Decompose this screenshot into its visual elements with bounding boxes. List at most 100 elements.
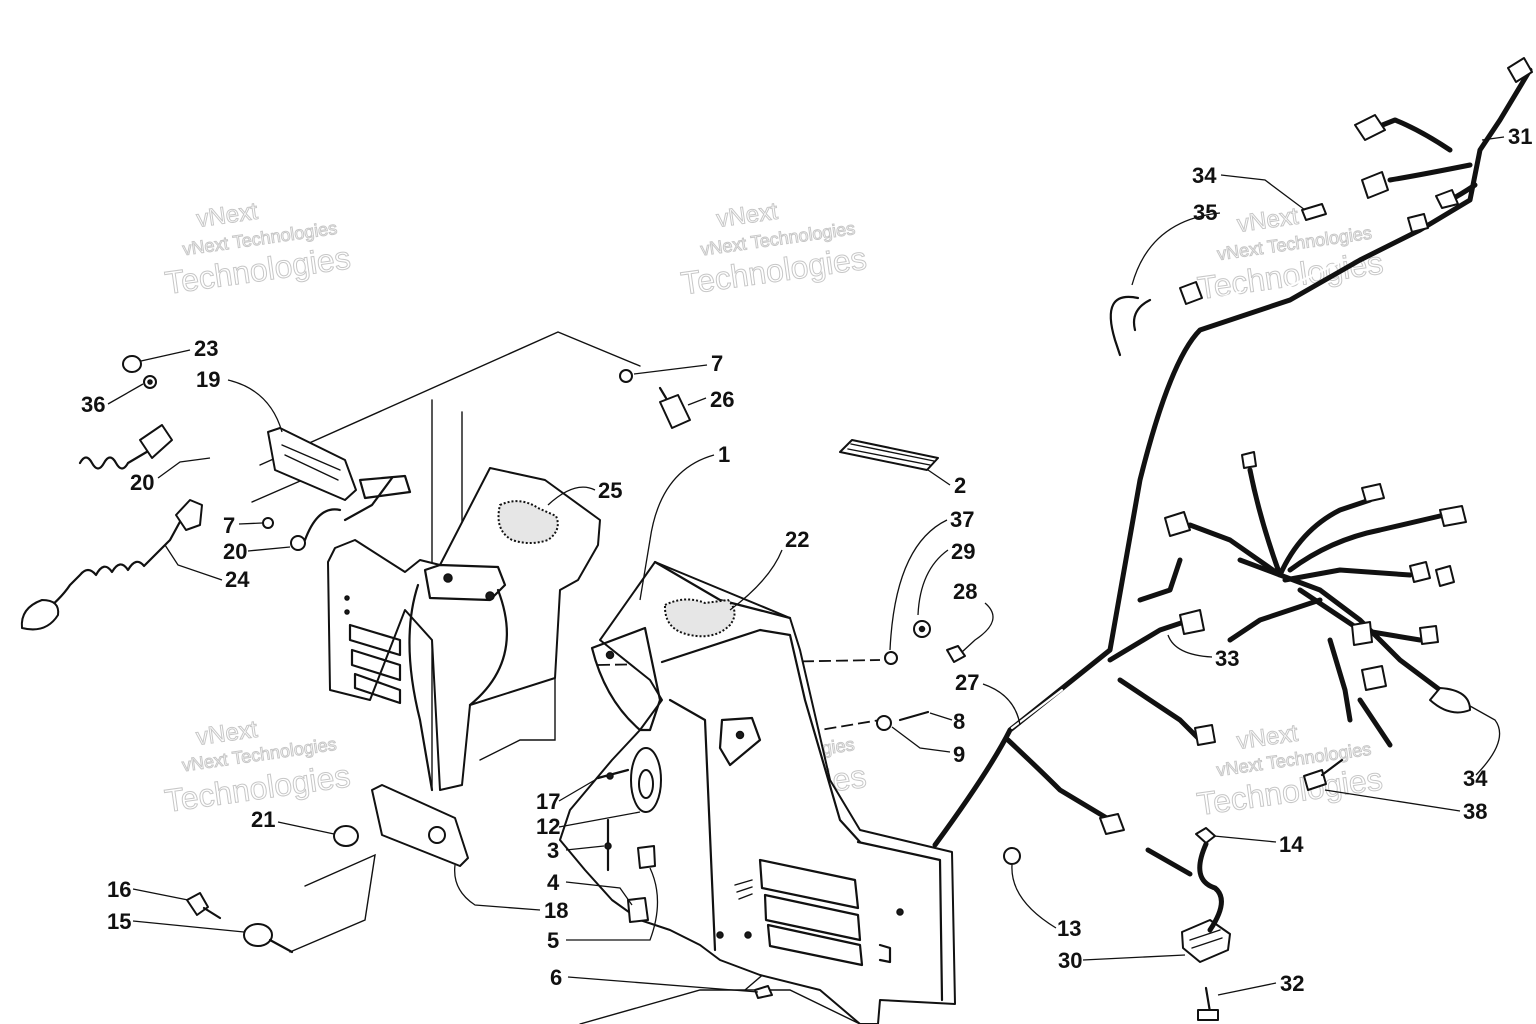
- callout-label: 30: [1058, 948, 1082, 973]
- tether-cord-part: [38, 516, 184, 617]
- bulb-tip: [606, 772, 614, 780]
- console-main-rivet: [605, 650, 615, 660]
- callout-label: 6: [550, 965, 562, 990]
- sub-harness-connector: [1439, 505, 1467, 527]
- sub-harness-branch: [1287, 513, 1443, 573]
- harness-connector: [1435, 189, 1459, 209]
- console-left-curve: [408, 583, 434, 792]
- screw-part: [754, 985, 773, 999]
- callout-label: 14: [1279, 832, 1304, 857]
- harness-connector: [1194, 724, 1216, 746]
- callout-label: 25: [598, 478, 622, 503]
- callout-label: 8: [953, 709, 965, 734]
- sub-harness-connector: [1361, 483, 1385, 503]
- callout-label: 27: [955, 670, 979, 695]
- callout-label: 38: [1463, 799, 1487, 824]
- callout-label: 7: [223, 513, 235, 538]
- key-part: [186, 892, 209, 916]
- sub-harness-connector: [1241, 451, 1257, 469]
- console-main-ridge: [660, 628, 862, 844]
- watermark-bottom-right: vNext vNext Technologies Technologies: [1194, 719, 1385, 822]
- leader-line-18: [454, 864, 541, 911]
- sub-harness-connector: [1164, 511, 1191, 537]
- harness-branch: [1367, 117, 1453, 153]
- leader-line-27: [982, 683, 1021, 726]
- harness-connector: [1407, 213, 1429, 233]
- console-main-rivet: [735, 730, 745, 740]
- leader-line-1: [639, 454, 715, 601]
- harness-branch: [1117, 677, 1203, 743]
- console-left-vent-3: [353, 672, 402, 705]
- leader-line-38: [1324, 789, 1461, 812]
- tether-plug-part: [175, 499, 203, 531]
- console-main-rim: [590, 626, 662, 732]
- switch-wire: [303, 508, 342, 542]
- harness-sleeve: [1280, 260, 1342, 292]
- regulator-part: [1181, 919, 1231, 963]
- assembly-line-bottom: [579, 989, 861, 1024]
- callout-label: 36: [81, 392, 105, 417]
- console-left-body: [327, 467, 601, 791]
- harness-connector: [1099, 813, 1125, 835]
- leader-line-17: [558, 776, 601, 802]
- harness-branch: [1137, 557, 1183, 603]
- harness-connector: [1507, 57, 1533, 83]
- callout-label: 1: [718, 442, 730, 467]
- callout-label: 32: [1280, 971, 1304, 996]
- callout-label: 35: [1193, 200, 1217, 225]
- lens-bezel-part: [371, 784, 469, 867]
- leader-line-32: [1217, 982, 1277, 996]
- sub-harness-connector: [1419, 625, 1439, 645]
- sub-harness-terminal-34: [1429, 687, 1471, 714]
- callout-label: 5: [547, 928, 559, 953]
- callout-label: 37: [950, 507, 974, 532]
- leader-line-26: [687, 397, 707, 406]
- callout-label: 20: [130, 470, 154, 495]
- washer-part-13: [1003, 847, 1021, 865]
- bracket-clip-part: [637, 845, 656, 869]
- leader-line-25: [547, 486, 596, 506]
- leader-line-5: [566, 867, 659, 941]
- leader-line-15: [132, 920, 245, 933]
- leader-line-36: [107, 383, 144, 405]
- console-main-bracket: [718, 716, 762, 767]
- harness-connector: [1361, 171, 1389, 199]
- callout-label: 34: [1463, 766, 1488, 791]
- console-left-hole: [344, 595, 350, 601]
- leader-line-21: [277, 821, 335, 835]
- small-parts: [20, 355, 1231, 1021]
- key-blade: [202, 906, 222, 920]
- bolt-part: [1204, 986, 1212, 1014]
- leader-line-22: [729, 549, 783, 611]
- harness-sleeve: [1010, 688, 1064, 730]
- sub-harness-branch: [1277, 497, 1373, 578]
- callout-label: 34: [1192, 163, 1217, 188]
- console-left-curve-2: [468, 588, 508, 707]
- console-left-rivet: [485, 591, 495, 601]
- sub-harness-terminal-38: [1303, 769, 1327, 791]
- console-left-hole: [344, 609, 350, 615]
- bracket-part: [627, 897, 649, 923]
- leader-line-33: [1167, 634, 1213, 658]
- console-main-section: [559, 560, 956, 1024]
- console-main-side-edge: [856, 840, 944, 1002]
- leader-line-7-left: [238, 522, 263, 525]
- leader-line-13: [1011, 864, 1057, 929]
- leader-line-20-bottom: [247, 546, 291, 552]
- watermark-top-right: vNext vNext Technologies Technologies: [1195, 202, 1386, 306]
- sub-harness-connector: [1435, 565, 1455, 587]
- reflector-part: [839, 439, 939, 471]
- console-left-vent-2: [350, 648, 402, 682]
- callout-label: 13: [1057, 916, 1081, 941]
- leader-line-6: [567, 976, 759, 993]
- console-main-vent-3: [766, 923, 864, 967]
- watermark-text: vNext: [715, 198, 780, 233]
- callout-label: 7: [711, 351, 723, 376]
- console-main-inner-ridge: [668, 698, 717, 952]
- tether-clip-part: [20, 599, 60, 631]
- console-main-vent-1: [758, 858, 860, 910]
- harness-loop-35b: [1132, 298, 1152, 332]
- console-main-top-edge: [653, 560, 792, 620]
- sub-harness-branch: [1357, 697, 1393, 748]
- watermark-top-left: vNext vNext Technologies Technologies: [162, 197, 353, 301]
